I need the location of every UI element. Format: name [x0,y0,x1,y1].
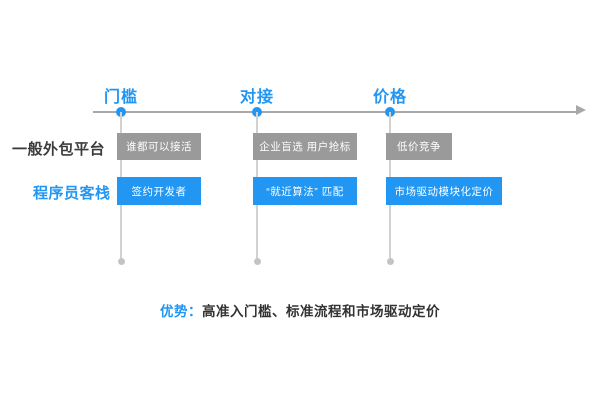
row-label-general: 一般外包平台 [12,141,106,158]
summary-caption: 优势：高准入门槛、标准流程和市场驱动定价 [0,300,600,320]
milestone-end-dot-icon-1 [117,258,125,265]
tag-general-1: 谁都可以接活 [117,133,201,160]
tag-general-2: 企业盲选 用户抢标 [253,133,357,160]
tag-general-3: 低价竞争 [386,133,452,160]
row-label-ours: 程序员客栈 [33,185,111,202]
tag-ours-1: 签约开发者 [117,177,201,205]
milestone-end-dot-icon-2 [253,258,261,265]
milestone-label-2: 对接 [239,89,275,106]
tag-ours-2: “就近算法” 匹配 [253,177,357,205]
tag-ours-3: 市场驱动模块化定价 [386,177,502,205]
milestone-end-dot-icon-3 [386,258,394,265]
milestone-label-1: 门槛 [103,89,139,106]
arrow-right-icon [576,105,586,115]
caption-text: 高准入门槛、标准流程和市场驱动定价 [202,304,440,319]
caption-accent: 优势： [160,304,202,319]
timeline-axis-line [93,111,578,113]
milestone-label-3: 价格 [372,89,408,106]
